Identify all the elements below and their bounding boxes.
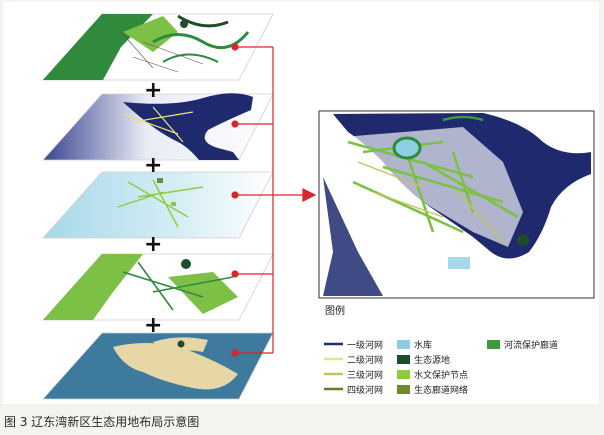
legend-item-secondary-river: 二级河网	[347, 353, 384, 366]
legend-title: 图例	[325, 306, 345, 317]
hydrologic-node-swatch	[397, 369, 410, 379]
connector-node-1	[231, 43, 239, 51]
legend-item-river-protection-corridor: 河流保护廊道	[487, 338, 559, 351]
legend-label: 生态廊道网络	[414, 385, 469, 396]
legend-label: 一级河网	[347, 340, 384, 351]
layer-3-hydrologic-nodes	[42, 171, 274, 239]
plus-symbol: +	[144, 232, 163, 257]
legend-label: 水库	[414, 340, 433, 351]
connector-arrowhead	[302, 188, 317, 202]
connector-node-3	[231, 191, 239, 199]
legend-label: 水文保护节点	[414, 370, 469, 381]
composite-map	[318, 110, 595, 299]
connector-node-4	[231, 270, 239, 278]
legend-line-symbols	[324, 342, 343, 391]
layer-2-primary-river-network	[42, 93, 274, 161]
legend-item-hydrologic-node: 水文保护节点	[397, 368, 469, 381]
legend-label: 三级河网	[347, 370, 384, 381]
layer-stack-diagram	[42, 13, 595, 400]
legend-item-primary-river: 一级河网	[347, 338, 384, 351]
legend-item-corridor-network: 生态廊道网络	[397, 383, 469, 396]
legend-item-reservoir: 水库	[397, 338, 433, 351]
legend-item-ecological-source: 生态源地	[397, 353, 451, 366]
legend-label: 二级河网	[347, 355, 384, 366]
connector-node-2	[231, 120, 239, 128]
figure-caption: 图 3 辽东湾新区生态用地布局示意图	[4, 415, 200, 429]
legend-item-tertiary-river: 三级河网	[347, 368, 384, 381]
layer-1-ecological-sources	[42, 13, 274, 81]
plus-symbol: +	[144, 78, 163, 103]
river-protection-corridor-swatch	[487, 339, 500, 349]
connector-node-5	[231, 349, 239, 357]
plus-symbol: +	[144, 313, 163, 338]
layer-5-base-landuse	[42, 332, 274, 400]
layer-4-corridor-network	[42, 253, 274, 321]
legend-label: 河流保护廊道	[504, 340, 559, 351]
figure-panel: + + + + 图例 一级河网 二级河网 三级河网 四级河网 水库 生态源地 水…	[3, 2, 599, 404]
plus-symbol: +	[144, 153, 163, 178]
legend-label: 生态源地	[414, 355, 451, 366]
corridor-network-swatch	[397, 384, 410, 394]
reservoir-swatch	[397, 339, 410, 349]
legend-item-quaternary-river: 四级河网	[347, 383, 384, 396]
layer-connectors	[231, 43, 317, 357]
legend-label: 四级河网	[347, 385, 384, 396]
ecological-source-swatch	[397, 354, 410, 364]
